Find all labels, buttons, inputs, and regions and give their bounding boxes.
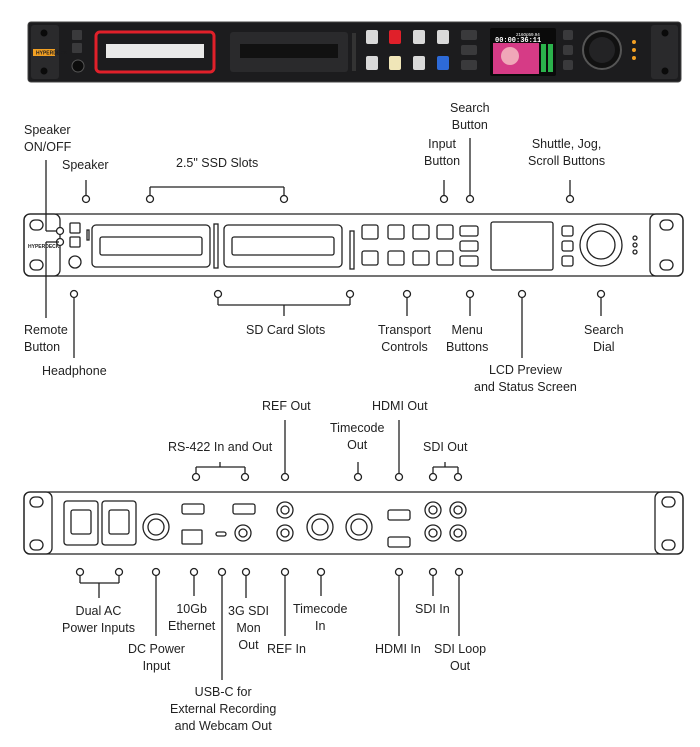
- front-panel: [23, 213, 684, 277]
- label-search-button: Search Button: [450, 101, 490, 132]
- rear-panel: [23, 491, 684, 555]
- label-hdmi-out: HDMI Out: [372, 399, 428, 413]
- device-photo: [27, 21, 682, 83]
- label-rs422: RS-422 In and Out: [168, 440, 273, 454]
- label-sdi-mon-out: 3G SDI Mon Out: [228, 604, 269, 652]
- screen-format: 2160p59.94: [516, 32, 540, 37]
- label-menu-buttons: Menu Buttons: [446, 323, 489, 354]
- screen-timecode: 00:00:36:11: [495, 37, 541, 45]
- label-sdi-out: SDI Out: [423, 440, 468, 454]
- label-speaker: Speaker: [62, 158, 109, 172]
- label-remote-button: Remote Button: [24, 323, 68, 354]
- front-brand-text: HYPERDECK: [28, 244, 60, 250]
- ssd-slot-1-lit: [94, 30, 216, 74]
- photo-brand-text: HYPERDECK: [36, 51, 68, 57]
- label-sdi-in: SDI In: [415, 602, 450, 616]
- label-input-button: Input Button: [424, 137, 461, 168]
- label-speaker-onoff: Speaker ON/OFF: [24, 123, 72, 154]
- label-search-dial: Search Dial: [584, 323, 624, 354]
- front-callouts: [45, 138, 606, 358]
- label-dual-ac: Dual AC Power Inputs: [62, 604, 135, 635]
- label-sdi-loop-out: SDI Loop Out: [434, 642, 487, 673]
- rear-callouts: [75, 420, 464, 680]
- label-lcd-preview: LCD Preview and Status Screen: [474, 363, 577, 394]
- label-shuttle-jog: Shuttle, Jog, Scroll Buttons: [528, 137, 606, 168]
- label-timecode-out: Timecode Out: [330, 421, 385, 452]
- label-sd-slots: SD Card Slots: [246, 323, 326, 337]
- label-ref-in: REF In: [267, 642, 306, 656]
- brand-badge: [33, 49, 55, 56]
- label-usbc: USB-C for External Recording and Webcam …: [170, 685, 277, 733]
- label-dc-power: DC Power Input: [128, 642, 185, 673]
- label-ssd-slots: 2.5" SSD Slots: [176, 156, 259, 170]
- label-ethernet: 10Gb Ethernet: [168, 602, 216, 633]
- label-timecode-in: Timecode In: [293, 602, 348, 633]
- label-ref-out: REF Out: [262, 399, 311, 413]
- label-transport-controls: Transport Controls: [378, 323, 432, 354]
- label-headphone: Headphone: [42, 364, 107, 378]
- label-hdmi-in: HDMI In: [375, 642, 421, 656]
